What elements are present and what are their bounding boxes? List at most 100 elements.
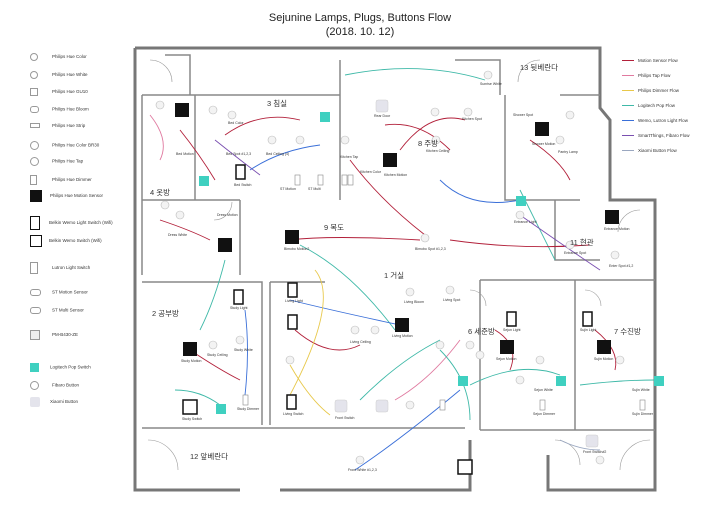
device-label: ST Motion: [280, 187, 296, 191]
device-label: Living Ceiling: [350, 340, 371, 344]
device-label: Living Spot: [443, 298, 461, 302]
flow-arrow-icon: [622, 135, 634, 137]
device-label: Bimobo Spot #1,2,3: [415, 247, 446, 251]
device-label: Sejun Dimmer: [533, 412, 556, 416]
legend-item: ST Multi Sensor: [30, 307, 84, 314]
device-label: Study Switch: [182, 417, 203, 421]
light-strip-icon: [30, 123, 40, 129]
device-label: Entrance Light: [514, 220, 537, 224]
diagram-title: Sejunine Lamps, Plugs, Buttons Flow: [268, 12, 452, 24]
room-label: 9 복도: [324, 223, 345, 232]
legend-item: Philips Hue Motion Sensor: [30, 190, 103, 202]
device-label: Bed Ceiling (4): [266, 152, 290, 156]
device-label: Sunrise White: [480, 82, 502, 86]
legend-flow-item: Xiaomi Button Flow: [622, 148, 677, 153]
flow-arrow-icon: [622, 75, 634, 77]
device-label: Study Light: [230, 306, 248, 310]
device-label: Bed Color: [228, 121, 244, 125]
room-label: 8 주방: [418, 139, 439, 148]
legend-item: Philips Hue Bloom: [30, 106, 89, 113]
device-label: Kitchen Motion: [384, 173, 408, 177]
wemo-plug-icon: [30, 235, 42, 247]
device-label: Living Motion: [392, 334, 413, 338]
device-label: Rear Door: [374, 114, 391, 118]
legend-item: Belkin Wemo Light Switch (Wifi): [30, 216, 113, 230]
room-label: 1 거실: [384, 271, 405, 280]
device-label: Sejun Motion: [496, 357, 517, 361]
room-label: 2 공부방: [152, 309, 179, 318]
device-label: Living Switch: [283, 412, 304, 416]
flow-arrow-icon: [622, 90, 634, 92]
room-label: 4 옷방: [150, 188, 171, 197]
bulb-icons: [155, 70, 625, 465]
device-label: Kitchen Color: [360, 170, 382, 174]
legend-item: PM-B430-ZE: [30, 330, 78, 340]
device-label: Kitchen Ceiling: [426, 149, 450, 153]
door-swings: [147, 59, 651, 471]
device-label: Enter Spot #1,2: [609, 264, 634, 268]
device-label: Bimobo Motion2: [284, 247, 310, 251]
legend-item: Philips Hue White: [30, 71, 88, 79]
wemo-switch-icon: [30, 216, 40, 230]
spot-bulb-icon: [30, 88, 38, 96]
device-label: Sujin White: [632, 388, 650, 392]
device-label: Sejun Light: [503, 328, 521, 332]
legend-item: Philips Hue Color: [30, 53, 87, 61]
device-label: Entrance Spot: [564, 251, 587, 255]
legend-item: Lutron Light Switch: [30, 262, 90, 274]
st-multi-icon: [30, 307, 41, 314]
xiaomi-button-icons: [334, 99, 599, 448]
device-label: Bed Motion: [176, 152, 194, 156]
tap-switch-icon: [30, 157, 39, 166]
outer-walls: [133, 46, 657, 492]
room-label: 11 현관: [570, 238, 594, 247]
legend-flow-item: Philips Dimmer Flow: [622, 88, 679, 93]
device-label: Front White #1,2,3: [348, 468, 377, 472]
device-label: Dress White: [168, 233, 188, 237]
st-motion-icon: [30, 289, 41, 296]
motion-sensor-icon: [30, 190, 42, 202]
device-label: Shower Motion: [532, 142, 556, 146]
legend-item: Philips Hue Dimmer: [30, 175, 92, 185]
bloom-lamp-icon: [30, 106, 39, 113]
device-label: Front Switch#2: [583, 450, 607, 454]
device-label: Bed Spot #1,2,3: [226, 152, 252, 156]
lutron-switch-icon: [30, 262, 38, 274]
legend-item: ST Motion Sensor: [30, 289, 88, 296]
legend-item: Xiaomi Button: [30, 397, 78, 407]
legend-flow-item: SmartThings, Fibaro Flow: [622, 133, 690, 138]
device-label: Sujin Light: [580, 328, 597, 332]
device-label: Shower Spot: [513, 113, 534, 117]
room-label: 7 수진방: [614, 327, 641, 336]
legend-item: Philips Hue Strip: [30, 123, 85, 129]
legend-item: Belkin Wemo Switch (Wifi): [30, 235, 102, 247]
device-label: Sejun White: [534, 388, 553, 392]
bulb-icon: [30, 71, 38, 79]
device-label: Living Light: [285, 299, 303, 303]
motion-sensor-icons: [175, 103, 619, 356]
device-label: Front Switch: [335, 416, 355, 420]
flow-arrow-icon: [622, 120, 634, 122]
device-label: Sujin Motion: [594, 357, 614, 361]
device-label: Study Motion: [181, 359, 202, 363]
dimmer-switch-icon: [30, 175, 37, 185]
device-label: Entrance Motion: [604, 227, 630, 231]
legend-item: Philips Hue GU10: [30, 88, 88, 96]
legend-flow-item: Philips Tap Flow: [622, 73, 670, 78]
device-label: Study Dimmer: [237, 407, 260, 411]
fibaro-button-icon: [30, 381, 39, 390]
room-label: 6 세준방: [468, 327, 495, 336]
device-label: Sujin Dimmer: [632, 412, 654, 416]
device-label: Living Bloom: [404, 300, 425, 304]
legend-item: Philips Hue Tap: [30, 157, 83, 166]
bulb-icon: [30, 53, 38, 61]
pop-switch-icons: [199, 112, 664, 414]
power-meter-icon: [30, 330, 40, 340]
device-icons: [155, 70, 664, 475]
legend-item: Fibaro Button: [30, 381, 79, 390]
legend-item: Logitech Pop Switch: [30, 363, 91, 372]
flow-arrow-icon: [622, 105, 634, 107]
pop-switch-icon: [30, 363, 39, 372]
legend-item: Philips Hue Color BR30: [30, 141, 99, 150]
